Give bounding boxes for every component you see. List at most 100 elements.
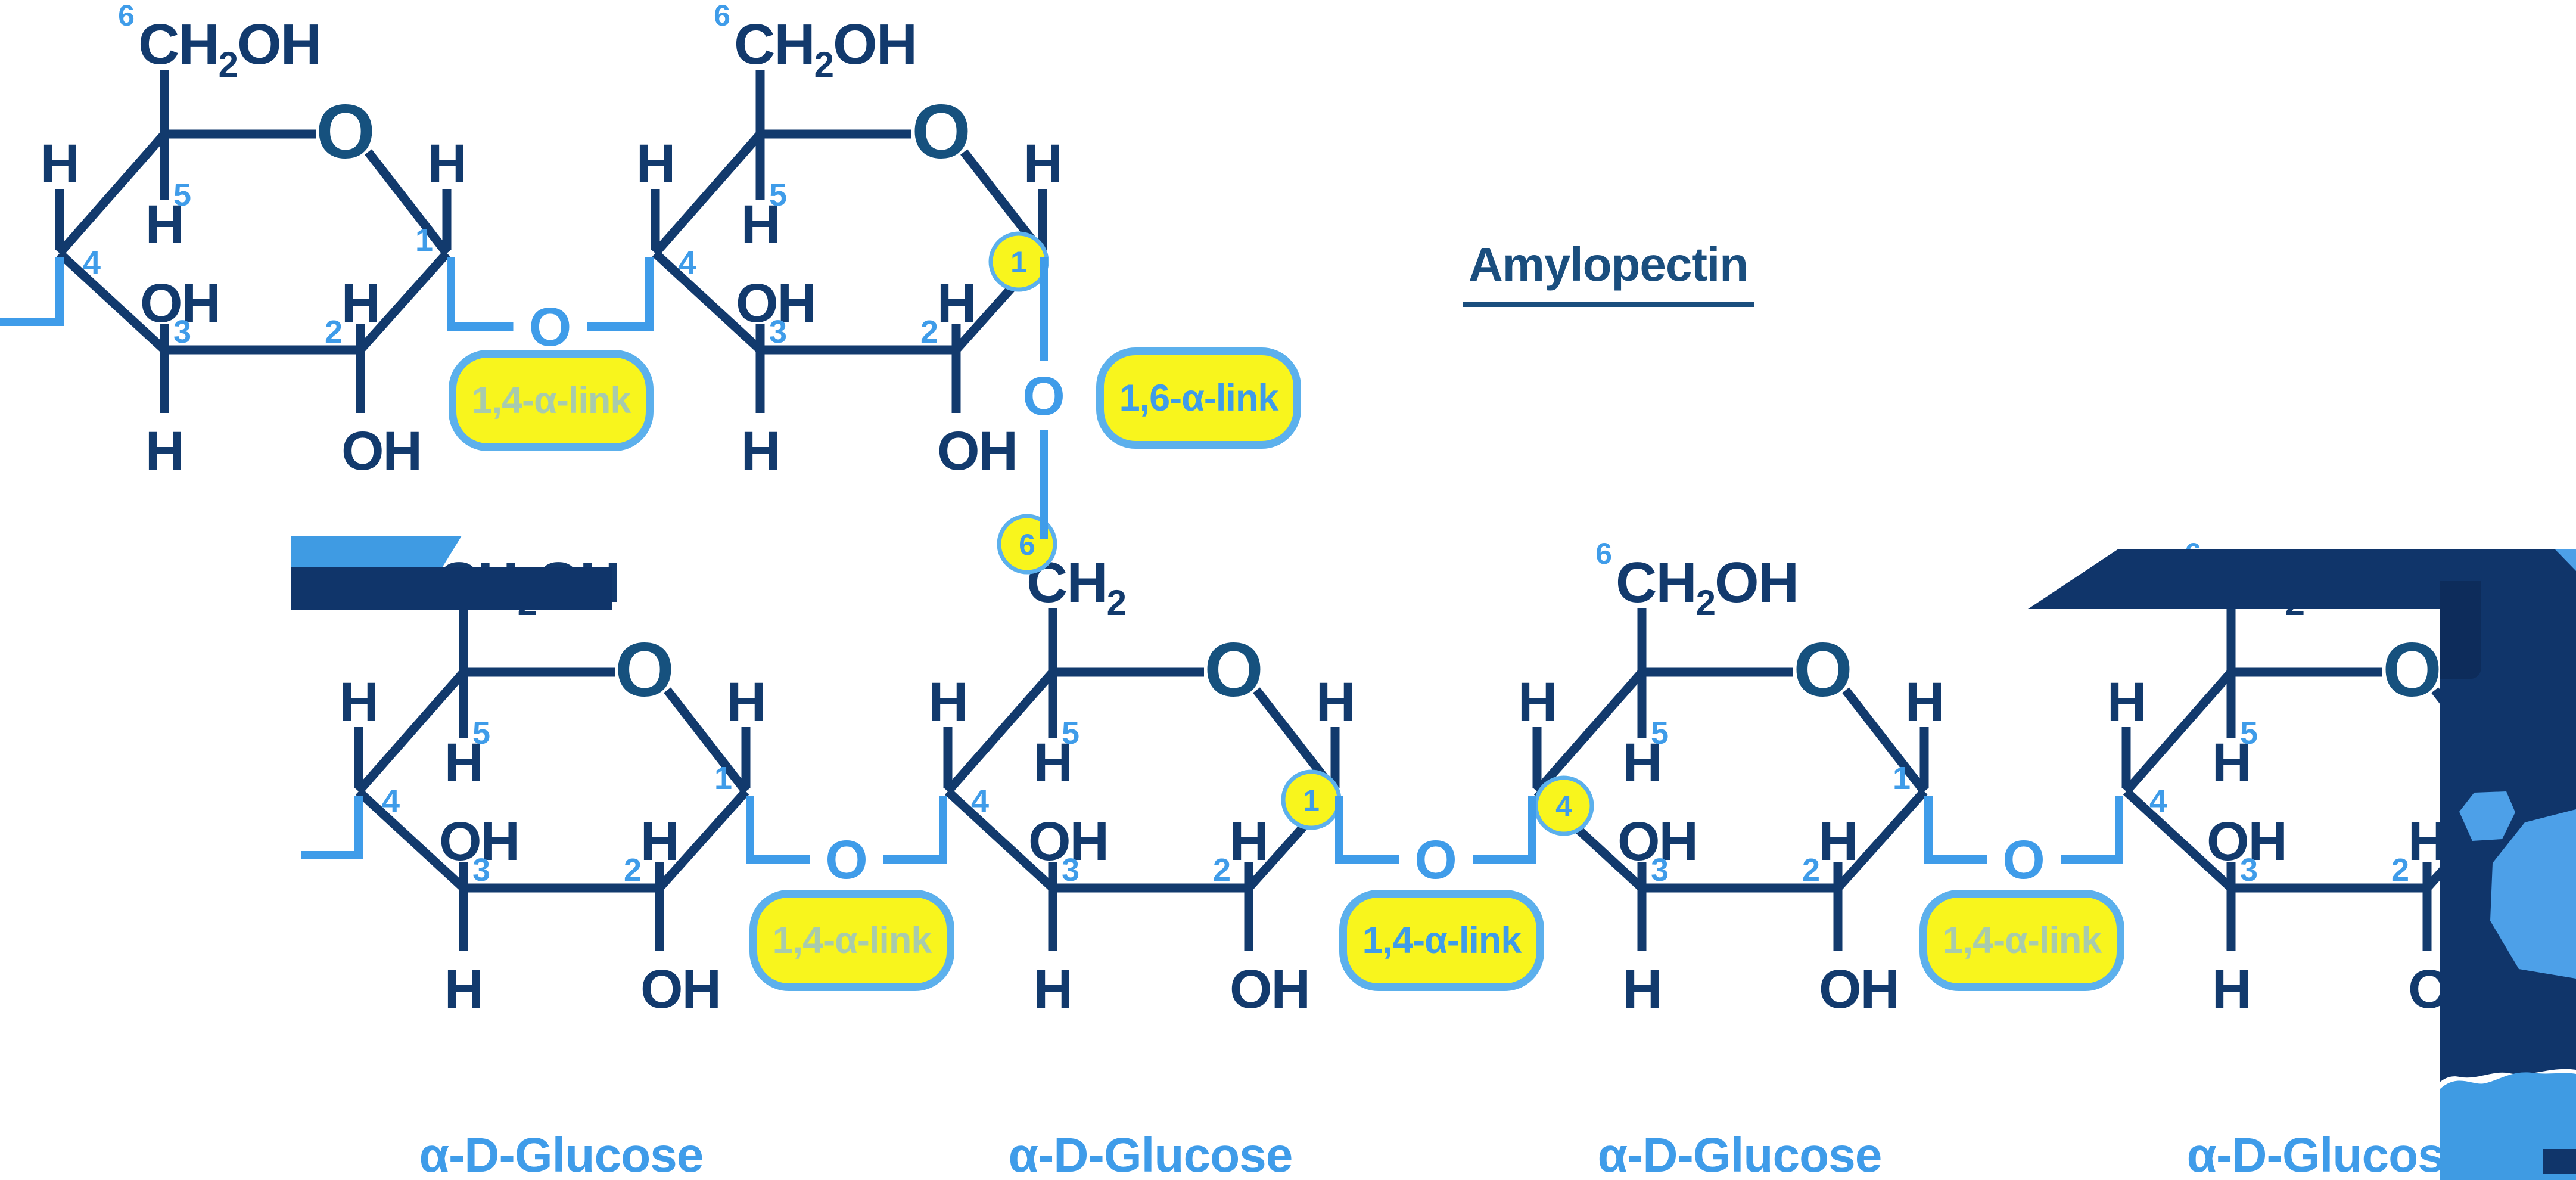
carbon-5-number: 5 [1062,715,1079,751]
h-inner-c5: H [145,194,183,255]
bridge-oxygen: O [825,830,868,890]
h-inner-c2: H [341,273,379,334]
carbon-1-number: 1 [415,222,433,258]
oh-inner-c3: OH [1028,811,1108,872]
link-label-text: 1,4-α-link [1942,920,2102,961]
ring-oxygen: O [316,89,375,175]
carbon-1-number: 1 [1893,760,1911,796]
bridge-oxygen: O [529,297,572,358]
carbon-2-number: 2 [624,852,642,888]
carbon-4-circle-digit: 4 [1555,790,1572,823]
carbon-5-number: 5 [769,177,787,213]
carbon-5-number: 5 [2240,715,2258,751]
carbon-2-number: 2 [1802,852,1820,888]
bridge-oxygen: O [2002,830,2045,890]
h-on-c4: H [2107,672,2145,732]
h-on-c4: H [1518,672,1556,732]
link-label-14-bottom-2: 1,4-α-link [1339,890,1544,991]
glycosidic-bridge-bottom-1: O [746,796,947,890]
oh-below-c2: OH [341,421,421,482]
h-on-c4: H [636,133,674,194]
carbon-6-superscript: 6 [118,0,135,32]
right-navy-bar [2028,549,2576,609]
oh-below-c2: OH [937,421,1017,482]
h-on-c4: H [41,133,79,194]
h-on-c1: H [1316,672,1354,732]
carbon-3-number: 3 [1062,852,1079,888]
ring-oxygen: O [911,89,971,175]
h-below-c3: H [2212,959,2250,1020]
h-below-c3: H [1623,959,1661,1020]
h-inner-c2: H [1819,811,1857,872]
left-navy-bar [291,567,612,610]
carbon-4-number: 4 [382,783,400,819]
glucose-caption-3: α-D-Glucose [1598,1128,1882,1180]
glycosidic-bridge-bottom-3: O [1924,796,2123,890]
h-inner-c5: H [444,732,483,793]
glycosidic-bridge-top-1: O [447,257,654,358]
carbon-2-number: 2 [1213,852,1231,888]
glucose-caption-4: α-D-Glucose [2187,1128,2471,1180]
h-on-c1: H [428,133,466,194]
ring-oxygen: O [1204,628,1264,713]
h-inner-c5: H [2212,732,2250,793]
carbon-5-number: 5 [1651,715,1669,751]
carbon-1-circle-digit: 1 [1303,784,1320,817]
link-label-14-top: 1,4-α-link [449,350,654,451]
bottom-navy-notch [2543,1149,2576,1174]
ring-oxygen: O [2382,628,2442,713]
link-label-14-bottom-1: 1,4-α-link [749,890,954,991]
link-label-16: 1,6-α-link [1096,347,1301,449]
glucose-caption-2: α-D-Glucose [1009,1128,1293,1180]
bridge-oxygen: O [1414,830,1457,890]
h-on-c1: H [1905,672,1943,732]
bottom-lightblue-band [2440,1072,2576,1180]
oh-inner-c3: OH [439,811,519,872]
ch2oh-label: CH2OH [1616,551,1798,623]
carbon-3-number: 3 [472,852,490,888]
page-title: Amylopectin [1463,237,1754,307]
oh-inner-c3: OH [140,273,220,334]
carbon-1-circle-digit: 1 [1010,246,1027,279]
carbon-3-number: 3 [2240,852,2258,888]
link-label-text: 1,4-α-link [471,380,631,421]
h-on-c1: H [1023,133,1062,194]
oh-below-c2: OH [640,959,720,1020]
carbon-2-number: 2 [920,314,938,350]
ring-oxygen: O [1793,628,1853,713]
oh-below-c2: OH [1819,959,1899,1020]
carbon-6-superscript: 6 [1595,537,1612,570]
bridge-oxygen-16: O [1022,366,1065,427]
carbon-4-number: 4 [971,783,989,819]
h-inner-c2: H [937,273,975,334]
carbon-6-circle-digit: 6 [1019,528,1035,561]
glycosidic-link-16: O [1022,257,1065,539]
column-right-lightblue-shape [2490,809,2576,979]
carbon-3-number: 3 [1651,852,1669,888]
h-inner-c2: H [1230,811,1268,872]
carbon-5-number: 5 [173,177,191,213]
carbon-3-number: 3 [173,314,191,350]
h-below-c3: H [145,421,183,482]
h-inner-c5: H [1623,732,1661,793]
column-lightblue-blob [2459,791,2515,841]
right-bar-corner-sliver [2555,549,2576,571]
h-on-c4: H [929,672,967,732]
h-inner-c2: H [640,811,679,872]
carbon-6-superscript: 6 [714,0,730,32]
h-below-c3: H [1034,959,1072,1020]
column-dark-tab [2440,581,2481,679]
oh-below-c2: OH [1230,959,1309,1020]
ch2oh-label: CH2OH [734,13,916,85]
h-on-c4: H [340,672,378,732]
h-on-c1: H [727,672,765,732]
carbon-4-number: 4 [83,245,101,281]
carbon-1-number: 1 [714,760,732,796]
h-below-c3: H [444,959,483,1020]
oh-inner-c3: OH [1617,811,1697,872]
